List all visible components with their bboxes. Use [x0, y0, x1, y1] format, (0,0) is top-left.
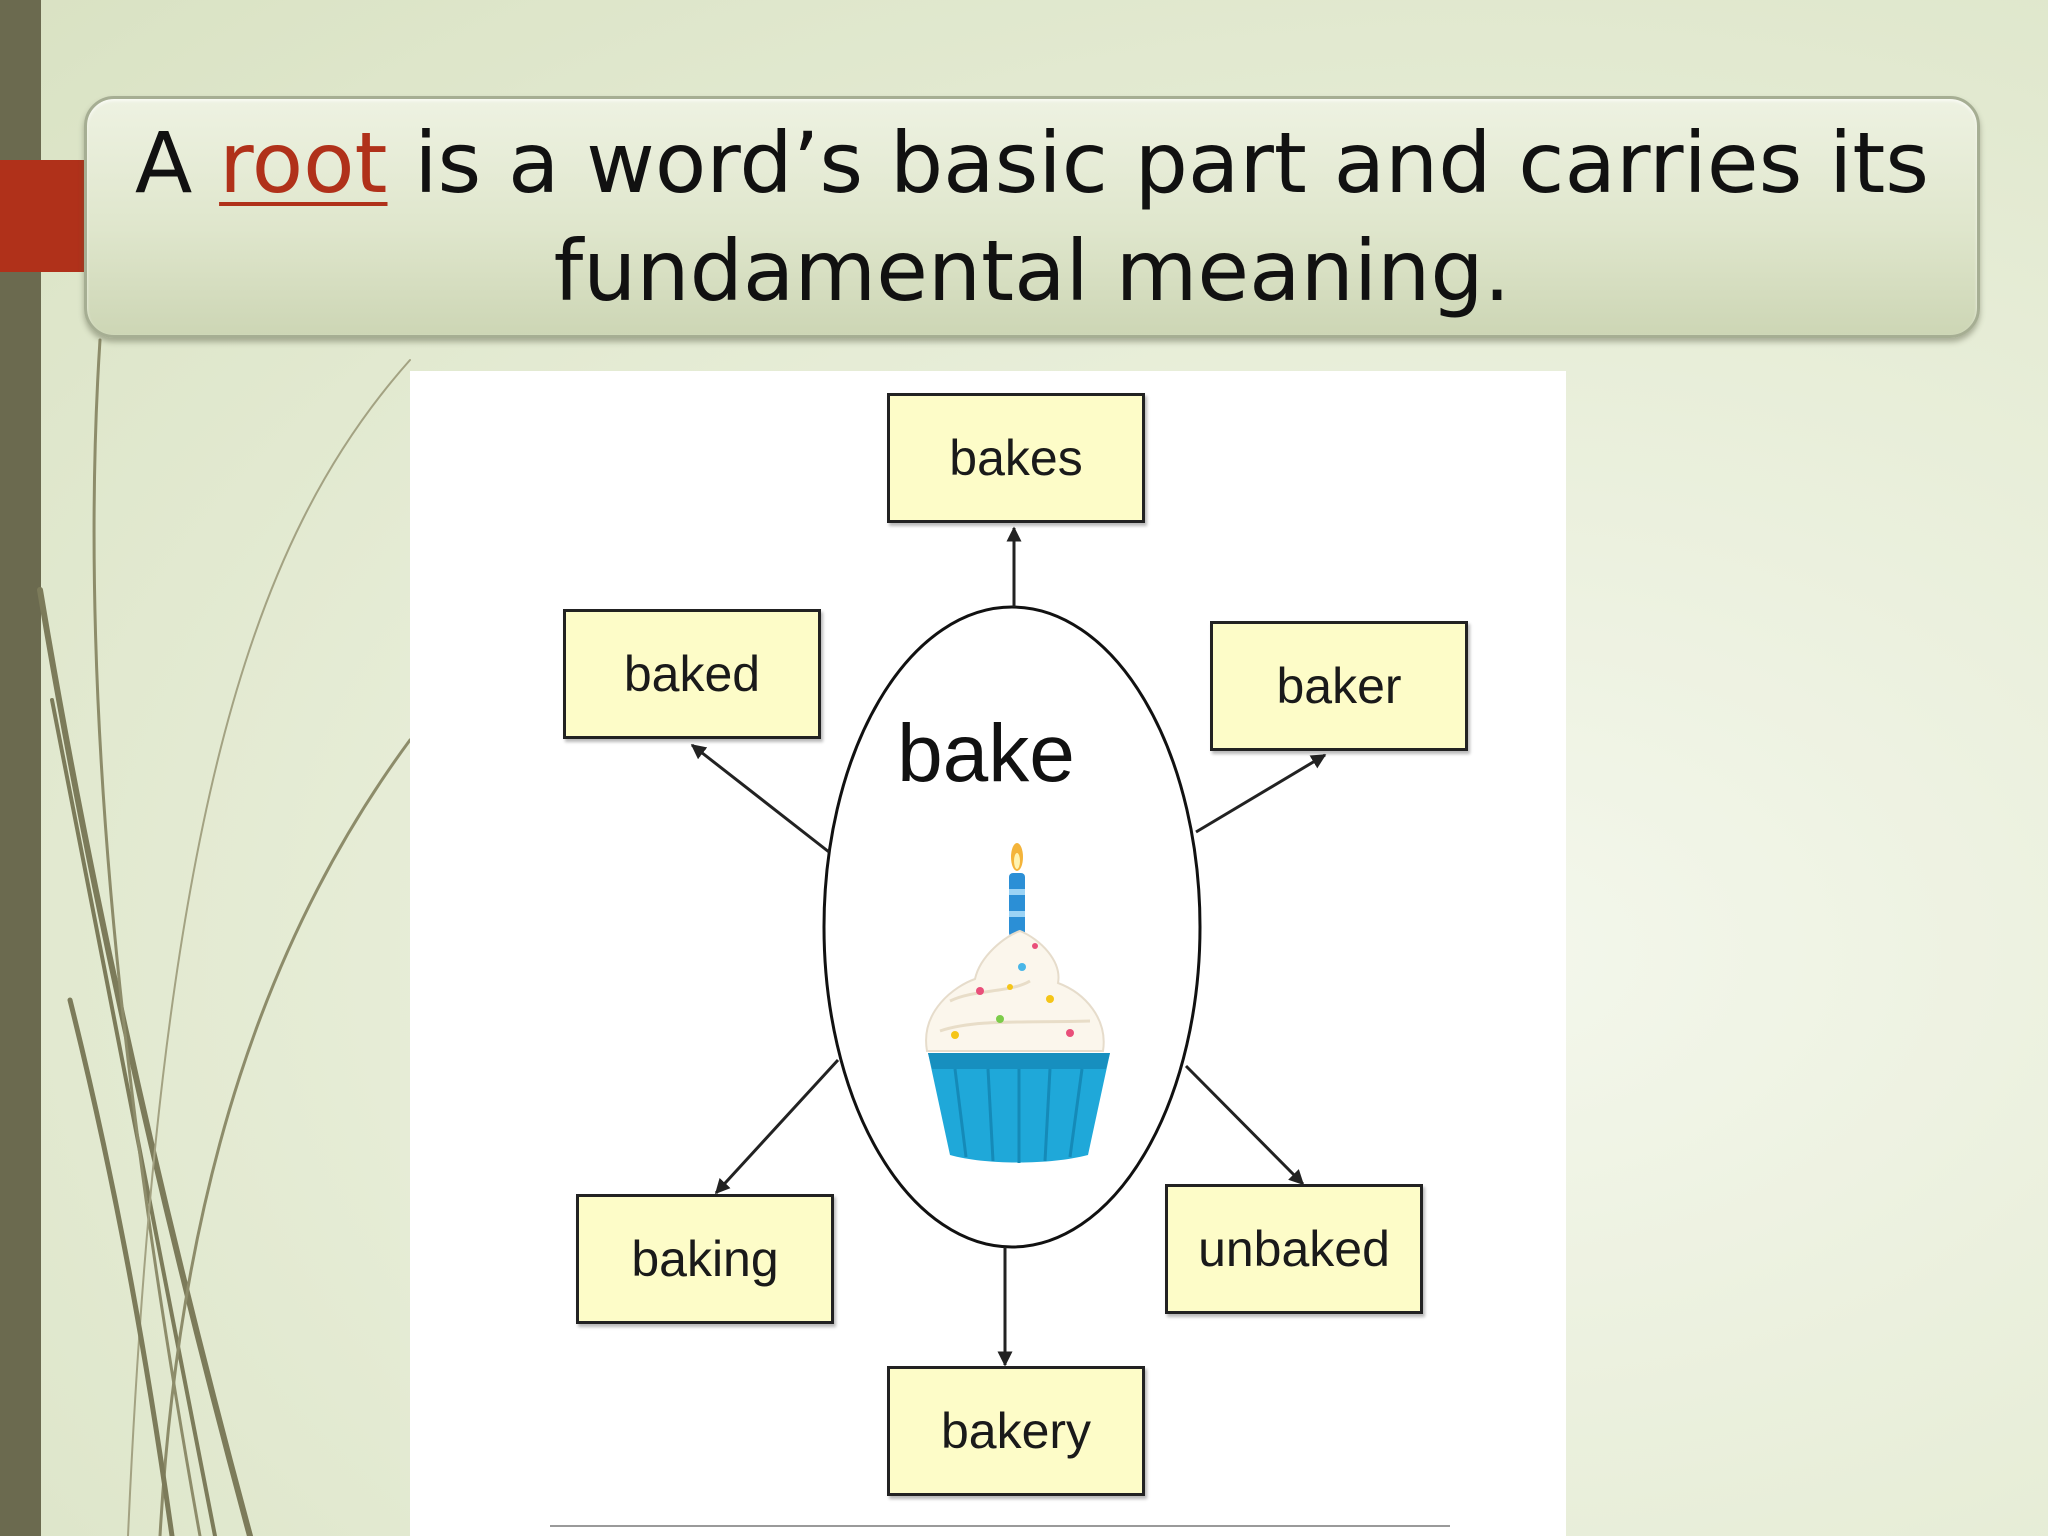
derived-word-top: bakes	[887, 393, 1145, 523]
title-suffix: is a word’s basic part and carries its f…	[387, 114, 1930, 320]
root-word: bake	[897, 708, 1075, 799]
derived-word-upper-right: baker	[1210, 621, 1468, 751]
derived-word-lower-right: unbaked	[1165, 1184, 1423, 1314]
derived-word-lower-left: baking	[576, 1194, 834, 1324]
title-banner: A root is a word’s basic part and carrie…	[84, 96, 1980, 338]
slide-title: A root is a word’s basic part and carrie…	[87, 109, 1977, 325]
red-accent-tab	[0, 160, 90, 272]
arrow-to-lower-left	[714, 1058, 840, 1195]
cupcake-icon	[925, 843, 1110, 1163]
arrow-to-upper-right	[1195, 753, 1327, 834]
arrow-to-upper-left	[690, 743, 830, 854]
diagram-connectors	[550, 526, 1450, 1527]
word-family-diagram: bake bakes baked baker baking unbaked ba…	[410, 371, 1566, 1536]
derived-word-upper-left: baked	[563, 609, 821, 739]
title-prefix: A	[134, 114, 220, 212]
title-keyword-root: root	[219, 114, 388, 212]
derived-word-bottom: bakery	[887, 1366, 1145, 1496]
arrow-to-lower-right	[1184, 1064, 1305, 1186]
